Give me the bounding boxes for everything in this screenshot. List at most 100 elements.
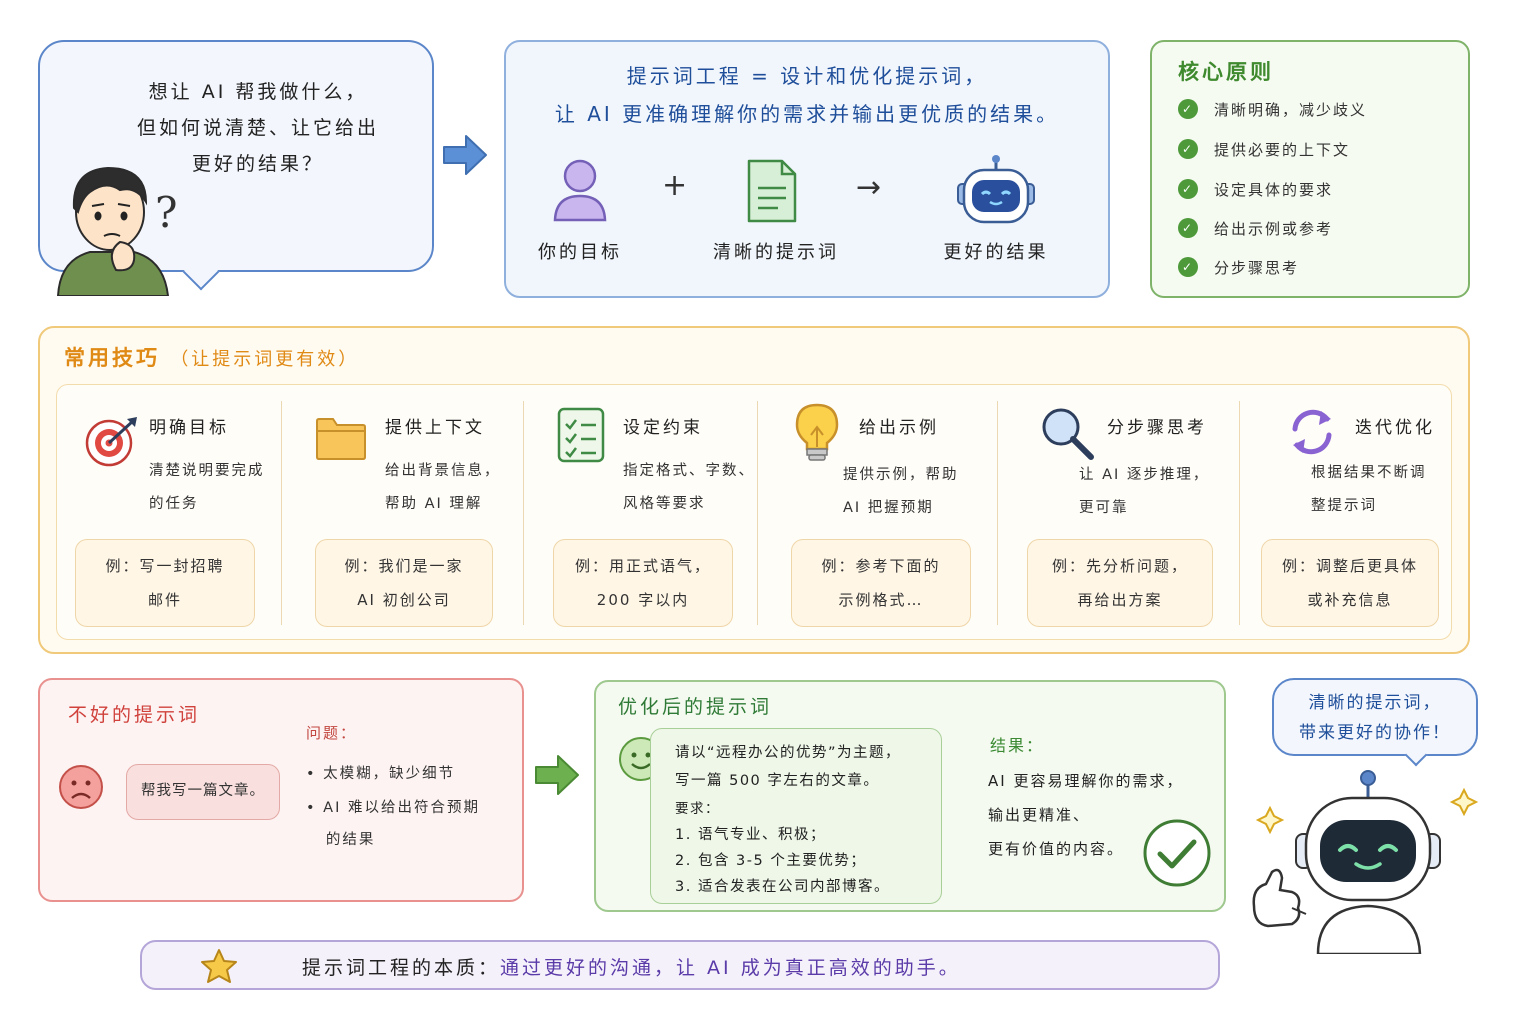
technique-desc-line: 根据结果不断调 [1311,465,1427,481]
check-icon: ✓ [1178,139,1198,159]
robot-speech-bubble: 清晰的提示词， 带来更好的协作！ [1272,678,1478,767]
essence-label: 提示词工程的本质： [302,957,501,979]
right-arrow-icon [535,755,579,795]
check-icon: ✓ [1178,218,1198,238]
technique-card-iterate: 迭代优化 根据结果不断调 整提示词 例：调整后更具体 或补充信息 [1253,385,1453,639]
technique-desc-line: 指定格式、字数、 [623,463,755,479]
check-icon: ✓ [1178,257,1198,277]
flow-label-prompt: 清晰的提示词 [713,242,839,263]
robot-speech-line: 清晰的提示词， [1308,693,1442,713]
plus-sign: + [662,168,688,203]
check-icon: ✓ [1178,99,1198,119]
result-line: 输出更精准、 [988,806,1091,824]
good-prompt-title: 优化后的提示词 [618,696,773,718]
good-prompt-line: 1. 语气专业、积极； [675,827,826,843]
principle-item: ✓提供必要的上下文 [1178,136,1350,162]
technique-card-constraints: 设定约束 指定格式、字数、 风格等要求 例：用正式语气， 200 字以内 [537,385,773,639]
technique-desc: 给出背景信息， 帮助 AI 理解 [385,455,501,521]
magnifier-icon [1042,408,1094,460]
right-arrow-icon [443,135,487,175]
technique-card-examples: 给出示例 提供示例，帮助 AI 把握预期 例：参考下面的 示例格式… [773,385,997,639]
technique-desc-line: 让 AI 逐步推理， [1079,467,1210,483]
principle-text: 设定具体的要求 [1214,180,1334,199]
core-principles-title: 核心原则 [1178,60,1274,84]
example-line: 邮件 [147,591,182,609]
technique-example: 例：调整后更具体 或补充信息 [1261,539,1439,627]
question-line: 但如何说清楚、让它给出 [136,117,379,139]
technique-desc-line: AI 把握预期 [843,500,934,516]
issue-item: • AI 难以给出符合预期 [306,800,480,816]
example-line: 例：用正式语气， [574,557,711,575]
issue-item: 的结果 [306,832,376,848]
technique-example: 例：先分析问题， 再给出方案 [1027,539,1213,627]
result-line: AI 更容易理解你的需求， [988,772,1184,790]
principle-item: ✓ 给出示例或参考 [1178,215,1333,241]
good-prompt-line: 写一篇 500 字左右的文章。 [675,773,880,789]
principle-text: 清晰明确，减少歧义 [1214,100,1368,119]
technique-desc: 根据结果不断调 整提示词 [1311,457,1427,523]
issues-title: 问题： [306,724,358,742]
technique-desc-line: 给出背景信息， [385,463,501,479]
lightbulb-icon [795,403,839,461]
result-line: 更有价值的内容。 [988,840,1125,858]
techniques-box: 常用技巧 （让提示词更有效） 明确目标 清楚说明要完成 的任务 例：写一封招聘 … [38,326,1470,654]
good-prompt-line: 2. 包含 3-5 个主要优势； [675,853,867,869]
flow-arrow: → [856,170,882,205]
divider [1239,401,1240,625]
good-prompt-line: 3. 适合发表在公司内部博客。 [675,879,890,895]
example-line: 示例格式… [838,591,924,609]
technique-name: 迭代优化 [1355,418,1435,438]
technique-desc-line: 的任务 [149,496,199,512]
target-icon [85,417,137,467]
sad-face-icon [59,765,103,809]
technique-desc-line: 清楚说明要完成 [149,463,265,479]
technique-example: 例：参考下面的 示例格式… [791,539,971,627]
principle-text: 给出示例或参考 [1214,219,1334,238]
principle-text: 分步骤思考 [1214,258,1300,277]
good-prompt-card: 请以“远程办公的优势”为主题， 写一篇 500 字左右的文章。 要求： 1. 语… [650,728,942,904]
issue-item: • 太模糊，缺少细节 [306,766,456,782]
bubble-tail [182,253,220,291]
definition-box: 提示词工程 = 设计和优化提示词， 让 AI 更准确理解你的需求并输出更优质的结… [504,40,1110,298]
technique-card-context: 提供上下文 给出背景信息， 帮助 AI 理解 例：我们是一家 AI 初创公司 [297,385,523,639]
technique-example: 例：用正式语气， 200 字以内 [553,539,733,627]
example-line: 200 字以内 [596,591,690,609]
star-icon [201,949,237,983]
techniques-subtitle: （让提示词更有效） [170,349,360,370]
robot-speech-line: 带来更好的协作！ [1299,723,1451,743]
divider [997,401,998,625]
question-line: 更好的结果？ [191,153,324,175]
flow-label-result: 更好的结果 [943,242,1049,263]
check-icon: ✓ [1178,179,1198,199]
robot-mascot-icon [1252,770,1479,954]
example-line: 例：我们是一家 [344,557,464,575]
example-line: 例：调整后更具体 [1281,557,1418,575]
divider [523,401,524,625]
techniques-title-main: 常用技巧 [64,346,160,370]
example-line: AI 初创公司 [357,591,451,609]
technique-desc-line: 提供示例，帮助 [843,467,959,483]
robot-icon [957,155,1035,224]
techniques-grid: 明确目标 清楚说明要完成 的任务 例：写一封招聘 邮件 提供上下文 给出背景信息… [56,384,1452,640]
technique-name: 明确目标 [149,418,229,438]
person-icon [553,159,607,222]
technique-desc: 清楚说明要完成 的任务 [149,455,265,521]
technique-example: 例：我们是一家 AI 初创公司 [315,539,493,627]
technique-desc: 指定格式、字数、 风格等要求 [623,455,755,521]
question-line: 想让 AI 帮我做什么， [148,81,368,103]
example-line: 再给出方案 [1077,591,1163,609]
good-prompt-line: 请以“远程办公的优势”为主题， [675,745,902,761]
bad-prompt-box: 不好的提示词 帮我写一篇文章。 问题： • 太模糊，缺少细节 • AI 难以给出… [38,678,524,902]
definition-line: 让 AI 更准确理解你的需求并输出更优质的结果。 [554,102,1060,126]
question-text: 想让 AI 帮我做什么， 但如何说清楚、让它给出 更好的结果？ [98,74,418,182]
essence-highlight: 通过更好的沟通，让 AI 成为真正高效的助手。 [500,957,961,979]
example-line: 例：写一封招聘 [105,557,225,575]
example-line: 或补充信息 [1307,591,1393,609]
principle-item: ✓ 分步骤思考 [1178,254,1299,280]
result-title: 结果： [990,736,1045,755]
question-mark: ? [155,188,178,237]
good-prompt-line: 要求： [675,801,720,817]
technique-desc: 提供示例，帮助 AI 把握预期 [843,459,959,525]
checklist-icon [557,407,605,463]
check-circle-icon [1143,819,1211,887]
